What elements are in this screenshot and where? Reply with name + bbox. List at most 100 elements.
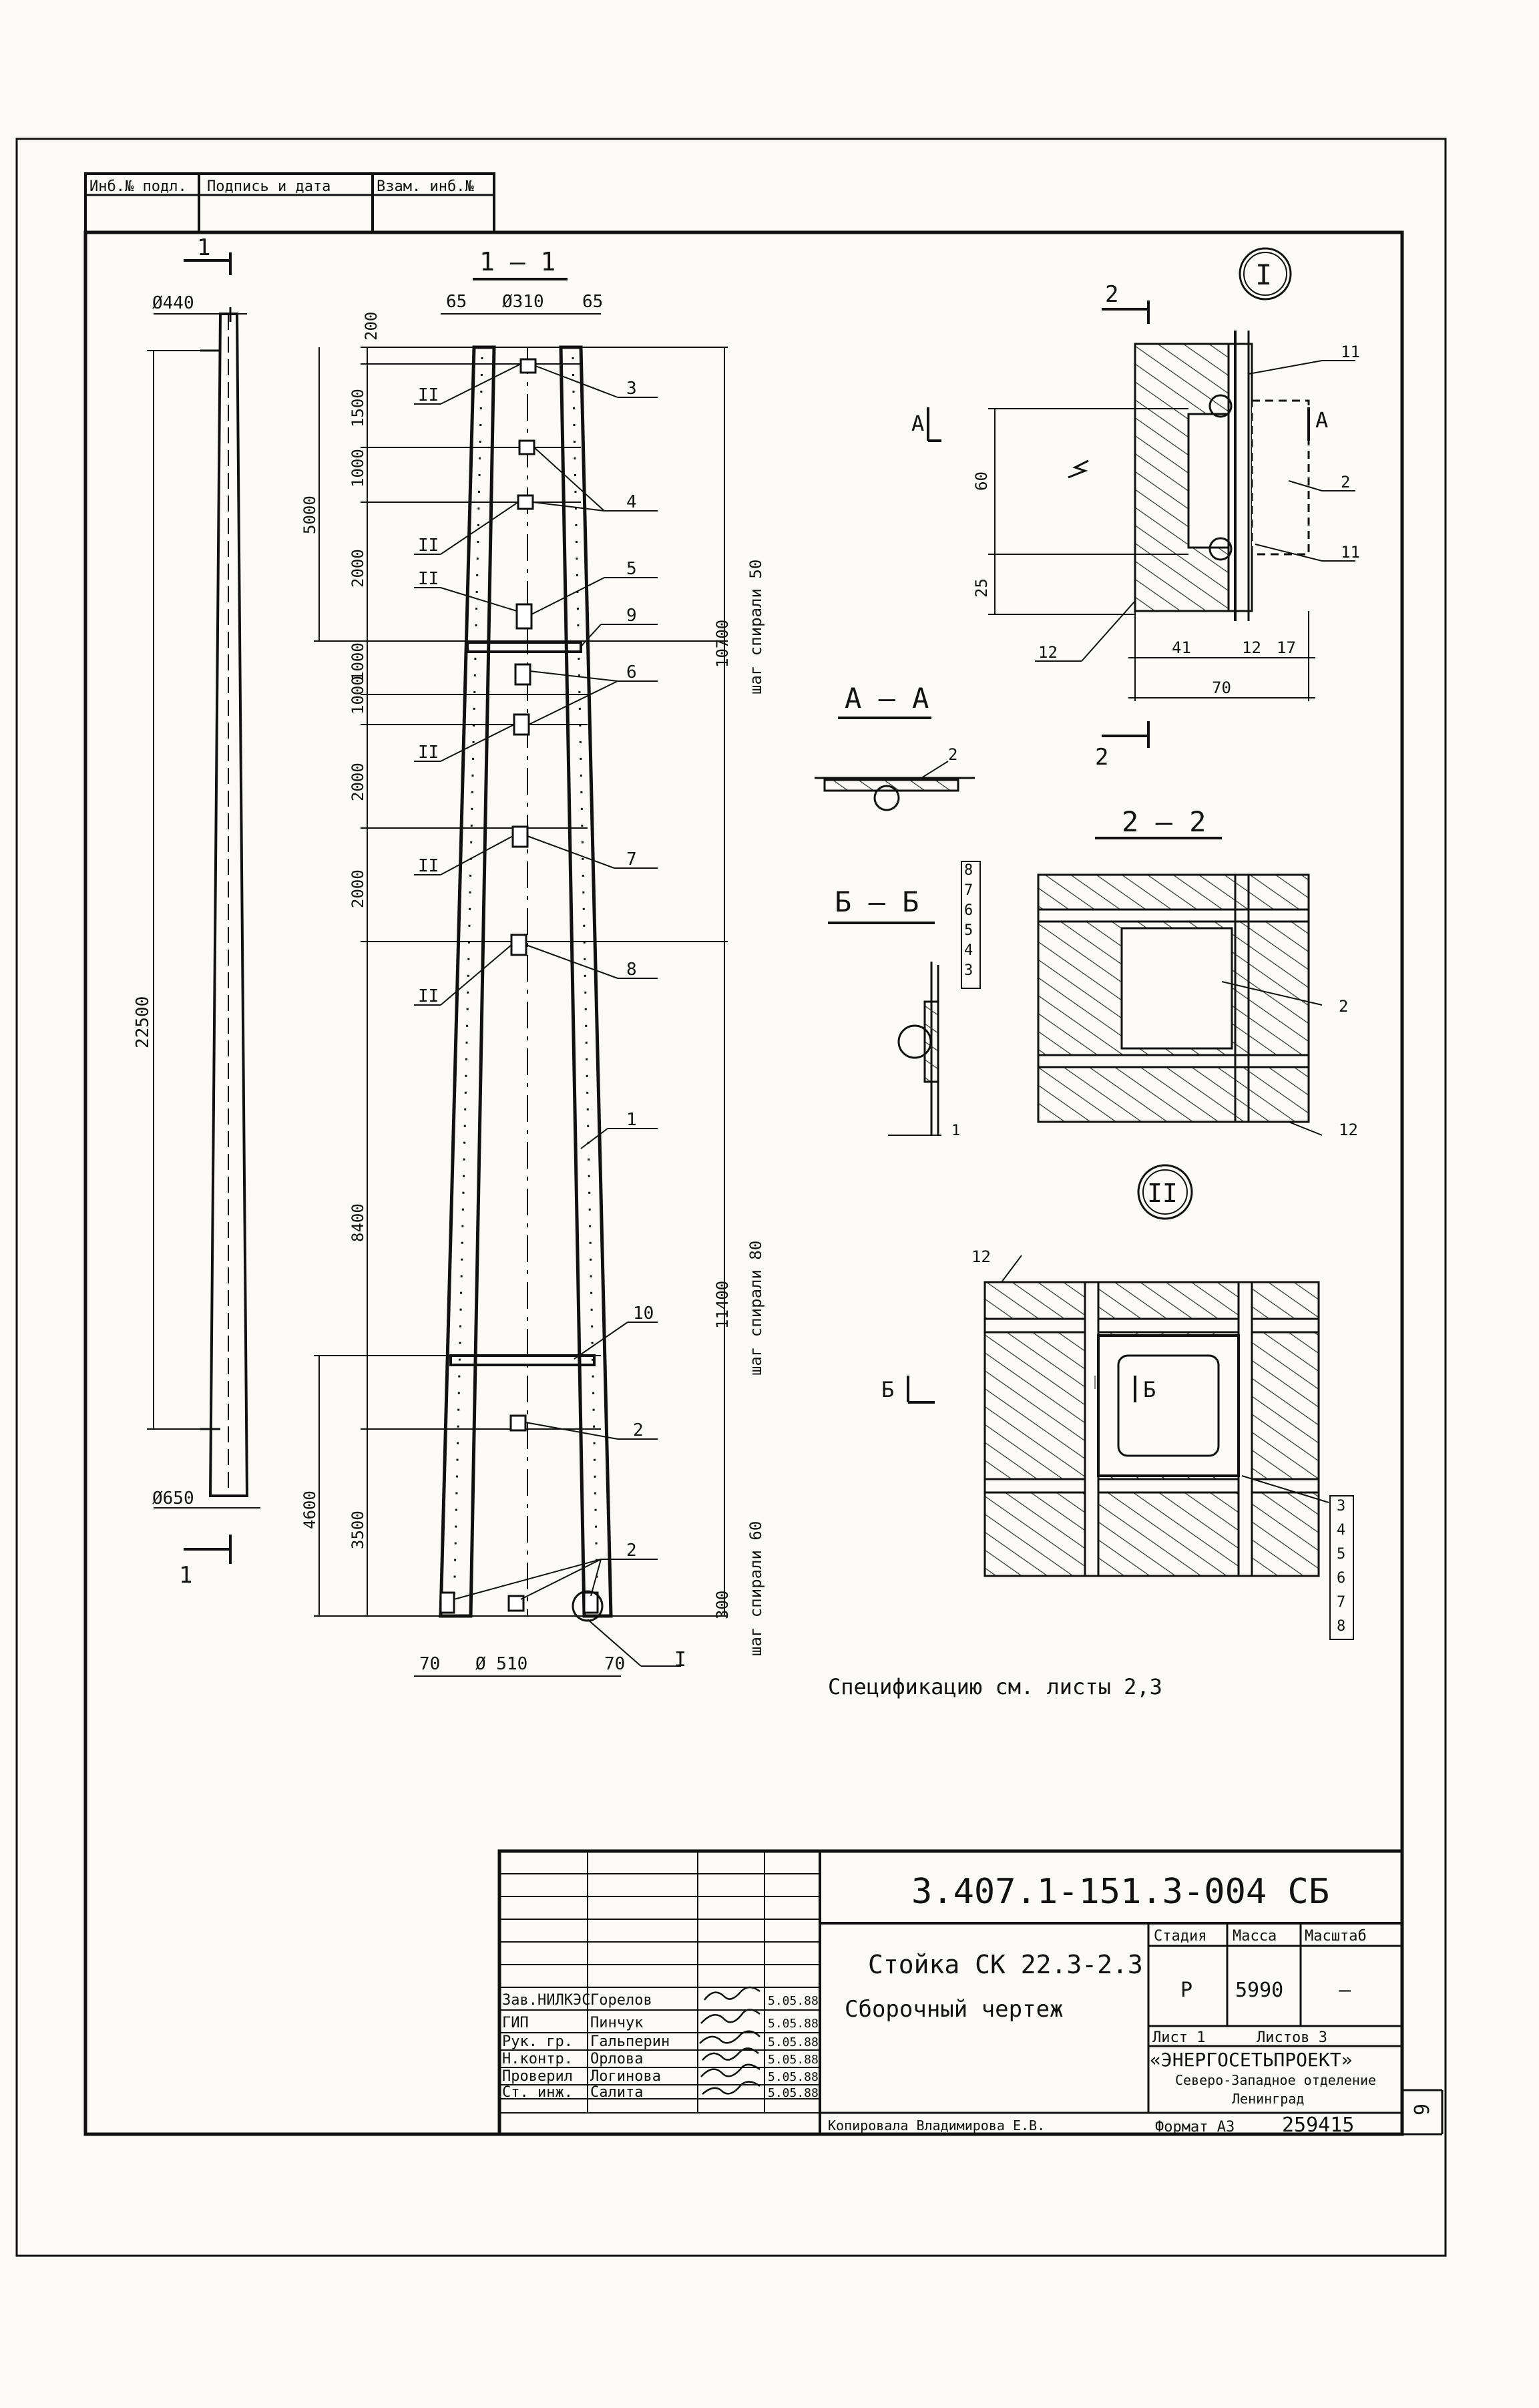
org-city: Ленинград <box>1232 2091 1304 2107</box>
detail-II-marker-4: II <box>418 743 439 763</box>
detail-I: I 60 25 41 12 17 70 11 2 11 12 <box>911 247 1360 771</box>
sheet-no: Лист 1 <box>1152 2029 1205 2046</box>
dim-right-3-note: шаг спирали 60 <box>746 1521 765 1656</box>
outer-frame <box>15 138 1447 2257</box>
dim-left-big-0: 5000 <box>300 495 319 534</box>
cut-mark-1-top: 1 <box>197 234 210 261</box>
stamp-replace-inv: Взам. инб.№ <box>377 178 474 195</box>
detail-II-marker-6: II <box>418 986 439 1006</box>
format-label: Формат А3 <box>1155 2119 1235 2136</box>
spec-note: Спецификацию см. листы 2,3 <box>828 1674 1162 1699</box>
dim-left-7: 2000 <box>349 869 367 908</box>
detail-II-layer-5: 5 <box>1337 1546 1345 1563</box>
dim-bottom-right: 70 <box>604 1654 625 1674</box>
role-5: Ст. инж. <box>502 2084 573 2101</box>
org-branch: Северо-Западное отделение <box>1175 2072 1376 2088</box>
cut-B-left: Б <box>881 1377 894 1402</box>
dim-right-2-note: шаг спирали 80 <box>746 1241 765 1376</box>
overview-bottom-dia: Ø650 <box>152 1488 194 1509</box>
dim-left-3: 2000 <box>349 549 367 588</box>
stamp-number: 259415 <box>1282 2114 1354 2137</box>
date-4: 5.05.88 <box>768 2070 819 2084</box>
detail-II-marker-2: II <box>418 536 439 556</box>
dim-top-right: 65 <box>582 292 603 312</box>
detail-II-label-12: 12 <box>971 1247 991 1266</box>
name-1: Пинчук <box>590 2015 643 2031</box>
role-3: Н.контр. <box>502 2051 573 2067</box>
dim-bottom-left: 70 <box>419 1654 440 1674</box>
detail-I-label-12: 12 <box>1038 643 1058 662</box>
top-stamp: Инб.№ подл. Подпись и дата Взам. инб.№ <box>84 172 495 234</box>
name-3: Орлова <box>590 2051 643 2067</box>
dim-left-8: 8400 <box>349 1203 367 1242</box>
detail-I-w-total: 70 <box>1212 678 1231 697</box>
role-1: ГИП <box>502 2015 529 2031</box>
section-B-B-layer-3: 3 <box>964 962 973 979</box>
detail-II-layer-6: 6 <box>1337 1570 1345 1587</box>
mass-header: Масса <box>1233 1928 1277 1945</box>
stamp-sign-date: Подпись и дата <box>207 178 331 195</box>
callout-8: 8 <box>626 960 637 980</box>
dim-right-2: 11400 <box>713 1281 732 1329</box>
copied-by: Копировала Владимирова Е.В. <box>828 2118 1045 2134</box>
detail-II-title: II <box>1147 1179 1178 1208</box>
scale-value: — <box>1339 1979 1351 2002</box>
section-2-2-label-12: 12 <box>1339 1121 1358 1139</box>
section-B-B-layer-8: 8 <box>964 862 973 879</box>
section-1-1-title: 1 — 1 <box>479 247 556 276</box>
detail-I-w2: 12 <box>1242 638 1261 657</box>
callout-3: 3 <box>626 379 637 399</box>
dim-top-dia: Ø310 <box>502 292 544 312</box>
scale-header: Масштаб <box>1305 1928 1367 1945</box>
stage-header: Стадия <box>1154 1928 1206 1945</box>
dim-left-1: 1500 <box>349 389 367 427</box>
detail-I-w3: 17 <box>1277 638 1296 657</box>
name-0: Горелов <box>590 1992 652 2009</box>
date-1: 5.05.88 <box>768 2017 819 2031</box>
mass-value: 5990 <box>1235 1979 1283 2002</box>
section-B-B: Б — Б 1 8 7 6 5 4 3 <box>828 861 981 1139</box>
role-0: Зав.НИЛКЭС <box>502 1992 590 2009</box>
section-2-2-label-2: 2 <box>1339 997 1348 1016</box>
dim-left-6: 2000 <box>349 763 367 801</box>
callout-6: 6 <box>626 662 637 682</box>
dim-right-1: 10700 <box>713 620 732 668</box>
cut-2-bottom: 2 <box>1095 744 1108 771</box>
cut-A-right: А <box>1315 407 1328 433</box>
detail-I-title: I <box>1255 258 1272 291</box>
detail-I-h2: 25 <box>972 578 991 598</box>
cut-A-left: А <box>911 411 924 436</box>
pole-overview: 22500 Ø440 Ø650 1 1 <box>133 234 260 1589</box>
pole-section-1-1: 1 — 1 65 Ø310 65 70 Ø 510 70 <box>300 247 765 1677</box>
section-B-B-layer-7: 7 <box>964 882 973 899</box>
detail-II-marker-3: II <box>418 569 439 589</box>
dim-top-left: 65 <box>446 292 467 312</box>
detail-I-marker: I <box>674 1648 686 1671</box>
section-B-B-title: Б — Б <box>835 885 919 918</box>
section-A-A: А — А 2 <box>815 682 975 811</box>
callout-4: 4 <box>626 492 637 512</box>
signature-squiggles <box>699 1986 760 2095</box>
callout-5: 5 <box>626 559 637 579</box>
stage-value: Р <box>1180 1979 1192 2002</box>
dim-left-9: 3500 <box>349 1511 367 1549</box>
page-number: 6 <box>1409 2103 1432 2116</box>
detail-II-layer-7: 7 <box>1337 1594 1345 1611</box>
detail-I-label-11a: 11 <box>1341 343 1360 361</box>
cut-2-top: 2 <box>1105 281 1118 308</box>
title-block: Зав.НИЛКЭС Горелов 5.05.88 ГИП Пинчук 5.… <box>497 1849 1444 2137</box>
section-A-A-title: А — А <box>845 682 929 715</box>
role-2: Рук. гр. <box>502 2033 573 2050</box>
detail-I-label-11b: 11 <box>1341 543 1360 562</box>
name-5: Салита <box>590 2084 643 2101</box>
section-2-2: 2 — 2 2 12 <box>1037 805 1358 1139</box>
detail-II-marker-5: II <box>418 856 439 876</box>
dim-left-0: 200 <box>362 312 381 341</box>
callout-2b: 2 <box>626 1541 637 1561</box>
title-line-1: Стойка СК 22.3-2.3 <box>868 1950 1143 1979</box>
detail-I-h1: 60 <box>972 471 991 491</box>
org-name: «ЭНЕРГОСЕТЬПРОЕКТ» <box>1150 2049 1352 2071</box>
section-2-2-title: 2 — 2 <box>1122 805 1206 838</box>
detail-I-w1: 41 <box>1172 638 1191 657</box>
